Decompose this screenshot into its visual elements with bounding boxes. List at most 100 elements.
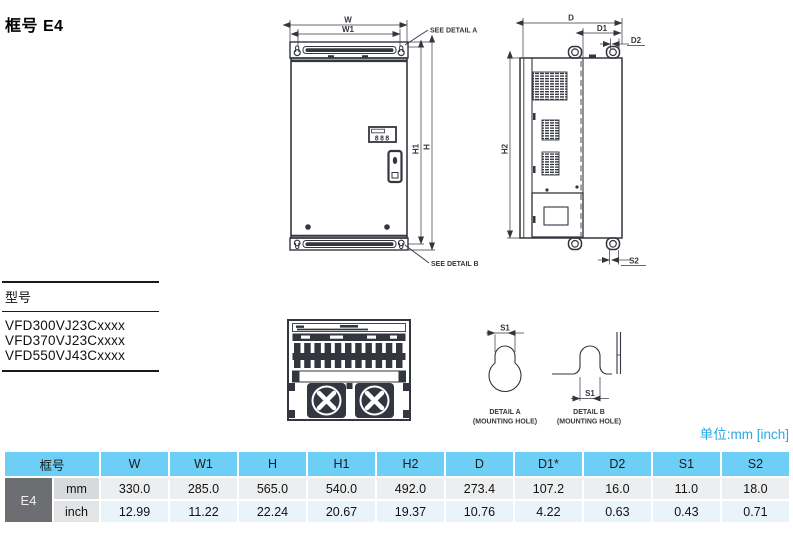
front-dim-h1-label: H1 (412, 143, 421, 154)
model-list-body: VFD300VJ23Cxxxx VFD370VJ23Cxxxx VFD550VJ… (2, 312, 159, 370)
front-dim-h1 (408, 39, 424, 245)
value-cell: 540.0 (307, 478, 375, 499)
detail-a-dim (486, 330, 524, 352)
front-top-bracket (289, 41, 409, 59)
col-header-h: H (238, 452, 306, 476)
front-dim-w-label: W (344, 16, 352, 25)
front-dim-w (282, 20, 408, 44)
value-cell: 19.37 (376, 501, 444, 522)
bottom-view (287, 319, 411, 421)
front-keypad (368, 126, 397, 143)
detail-a-subtitle: (MOUNTING HOLE) (473, 419, 537, 426)
detail-a-keyhole (488, 345, 522, 393)
model-list-bottom-rule (2, 370, 159, 372)
side-dim-d1 (575, 28, 622, 57)
front-screw-right (384, 224, 390, 230)
value-cell: 16.0 (583, 478, 651, 499)
model-list-header: 型号 (5, 290, 32, 305)
detail-b-plate-edge (616, 332, 622, 374)
table-row-inch: inch 12.99 11.22 22.24 20.67 19.37 10.76… (5, 501, 789, 522)
bottom-terminals (292, 343, 406, 368)
table-header-row: 框号 W W1 H H1 H2 D D1* D2 S1 S2 (5, 452, 789, 476)
side-conduit-box (531, 192, 584, 238)
value-cell: 4.22 (514, 501, 582, 522)
unit-label-mm: mm (54, 478, 100, 499)
col-header-h1: H1 (307, 452, 375, 476)
side-dim-d-label: D (568, 14, 574, 23)
value-cell: 0.63 (583, 501, 651, 522)
detail-a: S1 DETAIL A (MOUNTING HOLE) (473, 324, 537, 426)
model-list-mid-rule (2, 311, 159, 312)
front-dim-w1 (290, 29, 401, 46)
cooling-fan-left (307, 383, 346, 418)
unit-label-inch: inch (54, 501, 100, 522)
side-view: D D1 D2 (501, 14, 646, 266)
col-header-d1: D1* (514, 452, 582, 476)
value-cell: 10.76 (445, 501, 513, 522)
frame-col-header: 框号 (5, 452, 100, 476)
keypad-display: 888 (375, 135, 391, 143)
side-dim-s2 (598, 250, 646, 266)
see-detail-b-label: SEE DETAIL B (431, 261, 479, 268)
side-tab-2 (533, 166, 536, 173)
side-dim-d2-label: D2 (631, 36, 642, 45)
side-screw-2 (575, 185, 579, 189)
value-cell: 565.0 (238, 478, 306, 499)
value-cell: 492.0 (376, 478, 444, 499)
model-item: VFD300VJ23Cxxxx (5, 318, 126, 333)
model-item: VFD370VJ23Cxxxx (5, 333, 126, 348)
side-bottom-hooks (567, 237, 621, 251)
value-cell: 107.2 (514, 478, 582, 499)
bottom-outline (287, 319, 411, 421)
col-header-s2: S2 (721, 452, 789, 476)
front-body (290, 57, 408, 239)
value-cell: 20.67 (307, 501, 375, 522)
model-item: VFD550VJ43Cxxxx (5, 348, 126, 363)
col-header-d2: D2 (583, 452, 651, 476)
value-cell: 11.22 (170, 501, 237, 522)
col-header-w: W (101, 452, 168, 476)
side-dim-d1-label: D1 (597, 24, 608, 33)
value-cell: 11.0 (652, 478, 720, 499)
side-dim-s2-label: S2 (629, 257, 639, 266)
bottom-corner-tabs (289, 383, 409, 418)
front-dim-h-label: H (423, 144, 432, 150)
detail-b: S1 DETAIL B (MOUNTING HOLE) (552, 332, 621, 426)
detail-b-title: DETAIL B (573, 409, 605, 416)
detail-b-notch (552, 345, 612, 375)
bottom-strip (292, 333, 406, 341)
dimension-drawing: W W1 (282, 14, 646, 426)
unit-note: 单位:mm [inch] (699, 427, 789, 442)
front-latch (387, 149, 403, 184)
page-title: 框号 E4 (5, 18, 64, 35)
frame-id-cell: E4 (5, 478, 52, 522)
table-row-mm: E4 mm 330.0 285.0 565.0 540.0 492.0 273.… (5, 478, 789, 522)
col-header-w1: W1 (170, 452, 237, 476)
detail-a-title: DETAIL A (489, 409, 520, 416)
front-view: W W1 (282, 16, 479, 268)
side-vent-grilles (532, 71, 568, 176)
cooling-fan-right (355, 383, 394, 418)
value-cell: 12.99 (101, 501, 168, 522)
detail-b-dim (571, 377, 609, 402)
model-list: 型号 VFD300VJ23Cxxxx VFD370VJ23Cxxxx VFD55… (2, 281, 159, 372)
detail-a-dim-label: S1 (500, 324, 510, 333)
side-screw-1 (545, 188, 549, 192)
see-detail-b-leader (404, 244, 430, 264)
detail-b-subtitle: (MOUNTING HOLE) (557, 419, 621, 426)
value-cell: 273.4 (445, 478, 513, 499)
col-header-s1: S1 (652, 452, 720, 476)
value-cell: 0.43 (652, 501, 720, 522)
side-dim-h2-label: H2 (501, 143, 510, 154)
col-header-d: D (445, 452, 513, 476)
col-header-h2: H2 (376, 452, 444, 476)
bottom-divider (292, 370, 406, 383)
detail-b-dim-label: S1 (585, 389, 595, 398)
value-cell: 0.71 (721, 501, 789, 522)
front-bottom-bracket (289, 237, 409, 251)
see-detail-a-label: SEE DETAIL A (430, 28, 477, 35)
front-dim-h (408, 34, 435, 251)
value-cell: 330.0 (101, 478, 168, 499)
side-dim-h2 (507, 50, 520, 239)
model-list-top-rule (2, 281, 159, 283)
